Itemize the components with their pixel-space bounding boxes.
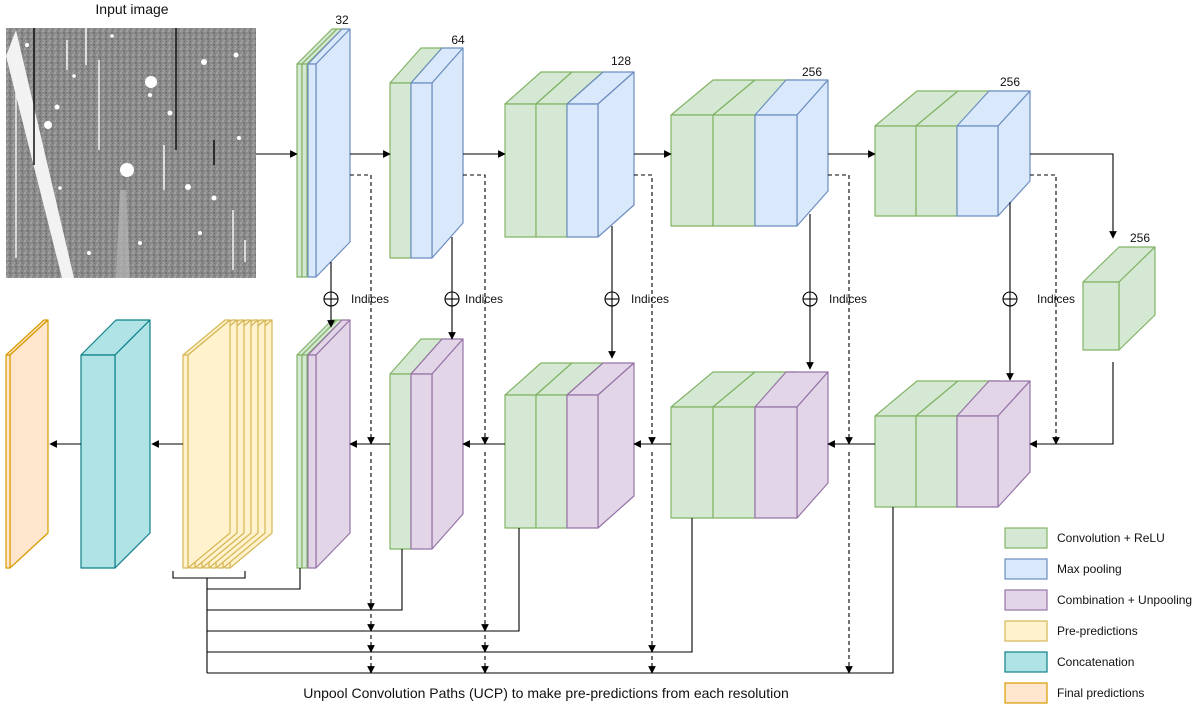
pre-prediction-1 bbox=[182, 319, 231, 569]
combine-sum-icon bbox=[444, 291, 460, 307]
satellite-streak bbox=[6, 30, 74, 278]
indices-label-4: Indices bbox=[829, 292, 867, 306]
channels-label-4: 256 bbox=[802, 65, 822, 79]
forward-arrow bbox=[1029, 362, 1114, 448]
final-predictions-block bbox=[5, 319, 49, 569]
pre-predictions-bracket bbox=[172, 571, 246, 579]
combine-sum-icon bbox=[323, 291, 339, 307]
input-image-label: Input image bbox=[95, 1, 168, 17]
skip-path-5 bbox=[1030, 174, 1060, 445]
legend-label-maxpool: Max pooling bbox=[1057, 562, 1122, 576]
dec5-unpool bbox=[956, 380, 1031, 508]
channels-label-3: 128 bbox=[611, 54, 631, 68]
combine-sum-icon bbox=[1002, 291, 1018, 307]
skip-path-1 bbox=[350, 174, 375, 445]
legend-swatch-pre-predictions bbox=[1004, 620, 1048, 642]
indices-label-2: Indices bbox=[465, 292, 503, 306]
channels-label-1: 32 bbox=[335, 13, 349, 27]
enc3-maxpool bbox=[566, 71, 635, 238]
channels-label-5: 256 bbox=[1000, 75, 1020, 89]
enc1-maxpool bbox=[307, 28, 351, 278]
indices-label-3: Indices bbox=[631, 292, 669, 306]
legend-swatch-concatenation bbox=[1004, 651, 1048, 673]
combine-sum-icon bbox=[802, 291, 818, 307]
legend-label-final: Final predictions bbox=[1057, 686, 1144, 700]
legend-label-concatenation: Concatenation bbox=[1057, 655, 1134, 669]
skip-path-2 bbox=[463, 174, 489, 445]
connections bbox=[49, 150, 1117, 674]
input-image bbox=[6, 28, 256, 278]
combine-sum-icon bbox=[604, 291, 620, 307]
forward-arrow bbox=[1030, 153, 1117, 239]
ucp-line-0 bbox=[206, 568, 301, 673]
dec2-unpool bbox=[410, 338, 464, 550]
indices-label-1: Indices bbox=[351, 292, 389, 306]
enc2-maxpool bbox=[410, 47, 464, 259]
concatenation-block bbox=[80, 319, 151, 569]
enc5-maxpool bbox=[956, 90, 1031, 217]
legend: Convolution + ReLU Max pooling Combinati… bbox=[1004, 527, 1192, 704]
ucp-line-2 bbox=[207, 528, 520, 632]
legend-swatch-final bbox=[1004, 682, 1048, 704]
enc4-maxpool bbox=[754, 79, 829, 227]
ucp-line-4 bbox=[207, 507, 894, 674]
legend-label-conv: Convolution + ReLU bbox=[1057, 531, 1165, 545]
bottleneck-channels-label: 256 bbox=[1130, 231, 1150, 245]
dec1-unpool bbox=[307, 319, 351, 569]
channels-label-2: 64 bbox=[451, 33, 465, 47]
ucp-line-3 bbox=[207, 518, 693, 653]
legend-swatch-maxpool bbox=[1004, 558, 1048, 580]
legend-label-pre-predictions: Pre-predictions bbox=[1057, 624, 1138, 638]
dec3-unpool bbox=[566, 362, 635, 529]
legend-swatch-conv bbox=[1004, 527, 1048, 549]
dec4-unpool bbox=[754, 371, 829, 519]
indices-label-5: Indices bbox=[1037, 292, 1075, 306]
ucp-caption: Unpool Convolution Paths (UCP) to make p… bbox=[303, 685, 789, 701]
bottleneck-conv bbox=[1082, 246, 1156, 351]
network-blocks bbox=[5, 28, 1156, 569]
legend-swatch-unpool bbox=[1004, 589, 1048, 611]
skip-path-4 bbox=[828, 174, 853, 445]
ucp-line-1 bbox=[207, 549, 403, 611]
skip-path-3 bbox=[634, 174, 656, 445]
legend-label-unpool: Combination + Unpooling bbox=[1057, 593, 1192, 607]
